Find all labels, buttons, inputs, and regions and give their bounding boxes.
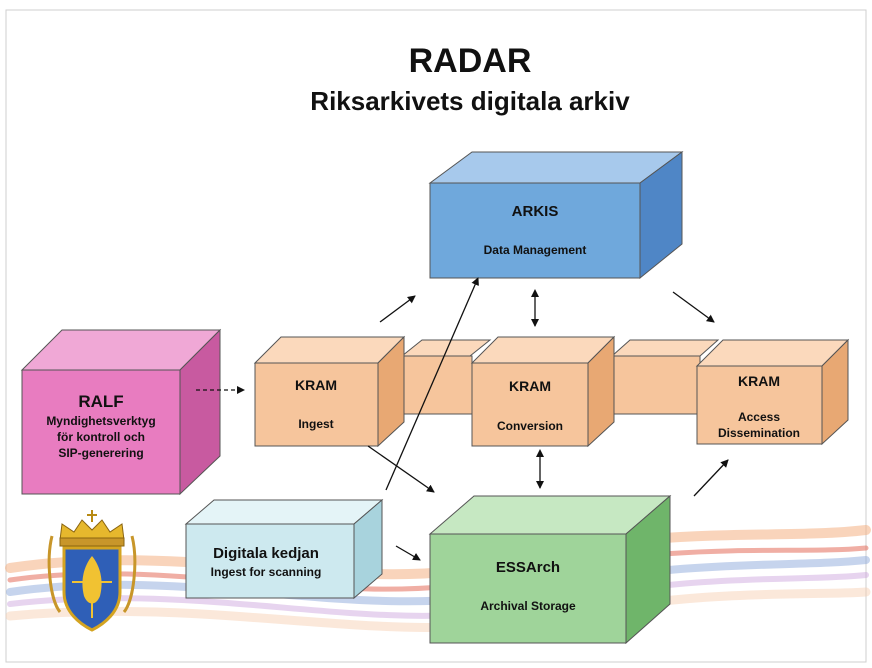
- box-kram-access: KRAM Access Dissemination: [695, 338, 850, 446]
- box-kram-ingest: KRAM Ingest: [253, 335, 406, 448]
- box-digitala-kedjan: Digitala kedjan Ingest for scanning: [184, 498, 384, 600]
- digitala-kedjan-subtitle: Ingest for scanning: [211, 565, 322, 579]
- arrow-ingest-to-arkis: [379, 295, 416, 323]
- arrow-ingest-to-essarch: [367, 445, 435, 493]
- kram-ingest-subtitle: Ingest: [298, 417, 333, 431]
- box-essarch: ESSArch Archival Storage: [428, 494, 672, 645]
- digitala-kedjan-title: Digitala kedjan: [213, 545, 319, 562]
- box-kram-conversion: KRAM Conversion: [470, 335, 616, 448]
- arrow-arkis-to-access: [672, 291, 715, 323]
- ralf-line3: SIP-generering: [58, 446, 143, 460]
- essarch-title: ESSArch: [496, 559, 560, 576]
- diagram-subtitle: Riksarkivets digitala arkiv: [310, 86, 630, 116]
- arrows: [196, 277, 729, 561]
- coat-of-arms-icon: [47, 510, 137, 632]
- kram-access-line1: Access: [738, 410, 780, 424]
- arkis-subtitle: Data Management: [484, 243, 587, 257]
- ralf-title: RALF: [78, 392, 123, 411]
- ralf-line1: Myndighetsverktyg: [46, 414, 155, 428]
- arkis-title: ARKIS: [512, 203, 559, 220]
- kram-conversion-subtitle: Conversion: [497, 419, 563, 433]
- box-ralf: RALF Myndighetsverktyg för kontroll och …: [20, 328, 222, 496]
- arrow-kedjan-to-arkis: [385, 277, 479, 491]
- essarch-subtitle: Archival Storage: [480, 599, 576, 613]
- kram-connector-bar: [400, 339, 720, 415]
- ralf-line2: för kontroll och: [57, 430, 145, 444]
- kram-conversion-title: KRAM: [509, 378, 551, 394]
- arrow-kedjan-to-essarch: [395, 545, 421, 561]
- box-arkis: ARKIS Data Management: [428, 151, 684, 280]
- kram-access-title: KRAM: [738, 373, 780, 389]
- diagram-title: RADAR: [409, 42, 532, 80]
- kram-access-line2: Dissemination: [718, 426, 800, 440]
- kram-ingest-title: KRAM: [295, 377, 337, 393]
- arrow-essarch-to-access: [693, 459, 729, 497]
